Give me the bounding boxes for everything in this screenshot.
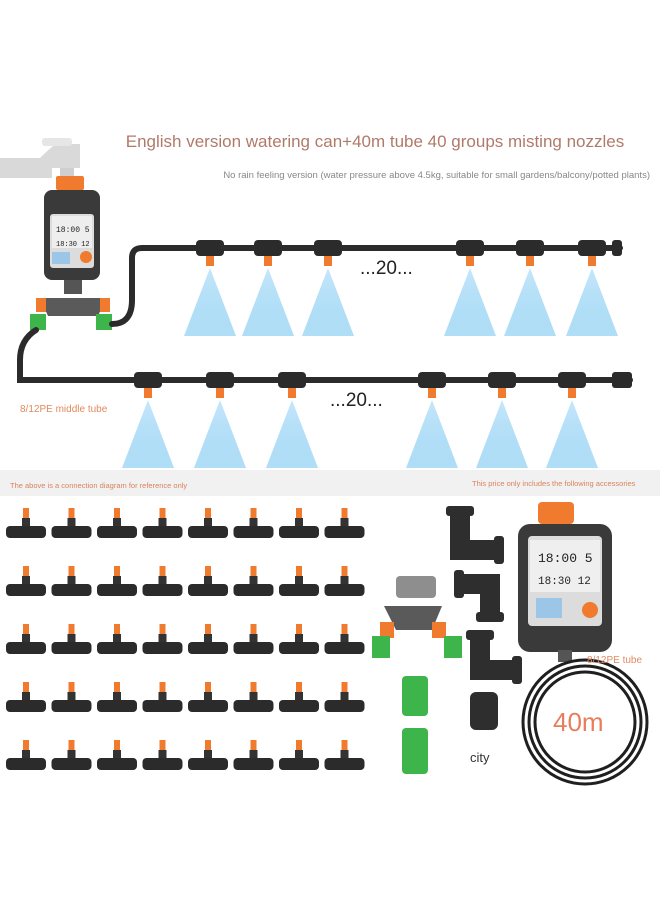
top-row-count-label: ...20... — [360, 258, 413, 279]
tee-nozzle-icon — [142, 624, 183, 654]
mist-nozzle-icon — [476, 372, 528, 468]
tee-nozzle-icon — [279, 508, 319, 538]
tee-nozzle-icon — [97, 740, 137, 770]
tee-nozzle-icon — [51, 624, 92, 654]
mist-nozzle-icon — [184, 240, 236, 336]
mist-nozzle-icon — [546, 372, 598, 468]
page-title: English version watering can+40m tube 40… — [125, 132, 625, 151]
tee-nozzle-icon — [97, 508, 137, 538]
tee-nozzle-icon — [6, 740, 46, 770]
y-splitter-icon — [30, 280, 112, 330]
tee-nozzle-icon — [279, 682, 319, 712]
pe-tube-label: 8/12PE tube — [587, 655, 643, 666]
tee-nozzle-icon — [142, 566, 183, 596]
tee-nozzle-icon — [188, 740, 228, 770]
timer-display-time2: 18:30 12 — [56, 241, 90, 249]
tee-nozzle-icon — [51, 740, 92, 770]
coiled-tube-icon — [521, 658, 649, 786]
tee-nozzle-icon — [188, 624, 228, 654]
page-subtitle: No rain feeling version (water pressure … — [223, 170, 650, 181]
timer-large-time2: 18:30 12 — [538, 576, 591, 588]
nozzle-accessory-grid — [6, 508, 365, 770]
tee-nozzle-icon — [233, 624, 274, 654]
tee-nozzle-icon — [324, 624, 365, 654]
mist-nozzle-icon — [302, 240, 354, 336]
mist-nozzle-icon — [566, 240, 618, 336]
accessories-note: This price only includes the following a… — [472, 479, 636, 488]
tee-nozzle-icon — [51, 508, 92, 538]
mist-nozzle-icon — [266, 372, 318, 468]
mist-nozzle-icon — [194, 372, 246, 468]
water-timer-icon — [44, 176, 100, 280]
tee-nozzle-icon — [188, 682, 228, 712]
tee-nozzle-icon — [6, 624, 46, 654]
city-label: city — [470, 750, 490, 765]
mist-nozzle-icon — [122, 372, 174, 468]
tee-nozzle-icon — [279, 740, 319, 770]
tube-length-label: 40m — [553, 707, 604, 737]
tee-nozzle-icon — [324, 508, 365, 538]
tee-nozzle-icon — [233, 682, 274, 712]
tee-nozzle-icon — [188, 566, 228, 596]
tee-nozzle-icon — [142, 682, 183, 712]
tee-nozzle-icon — [6, 508, 46, 538]
tee-nozzle-icon — [142, 740, 183, 770]
tee-nozzle-icon — [233, 508, 274, 538]
tee-nozzle-icon — [324, 740, 365, 770]
elbow-fittings — [446, 506, 522, 730]
water-timer-large-icon — [518, 502, 612, 662]
tee-nozzle-icon — [233, 566, 274, 596]
timer-display-time1: 18:00 5 — [56, 226, 90, 235]
tee-nozzle-icon — [279, 624, 319, 654]
tee-nozzle-icon — [51, 566, 92, 596]
adapter-fittings — [372, 576, 462, 774]
pipe-network — [17, 245, 633, 383]
top-nozzle-row — [184, 240, 618, 336]
tee-nozzle-icon — [97, 682, 137, 712]
bottom-row-count-label: ...20... — [330, 390, 383, 411]
bottom-nozzle-row — [122, 372, 598, 468]
mist-nozzle-icon — [504, 240, 556, 336]
tee-nozzle-icon — [324, 682, 365, 712]
mist-nozzle-icon — [406, 372, 458, 468]
mist-nozzle-icon — [444, 240, 496, 336]
diagram-note: The above is a connection diagram for re… — [10, 481, 188, 490]
tee-nozzle-icon — [324, 566, 365, 596]
timer-large-time1: 18:00 5 — [538, 551, 593, 566]
middle-tube-label: 8/12PE middle tube — [20, 404, 108, 415]
tee-nozzle-icon — [51, 682, 92, 712]
tee-nozzle-icon — [142, 508, 183, 538]
tee-nozzle-icon — [6, 566, 46, 596]
tee-nozzle-icon — [97, 624, 137, 654]
tee-nozzle-icon — [6, 682, 46, 712]
mist-nozzle-icon — [242, 240, 294, 336]
tee-nozzle-icon — [233, 740, 274, 770]
section-divider — [0, 470, 660, 496]
tee-nozzle-icon — [188, 508, 228, 538]
tee-nozzle-icon — [279, 566, 319, 596]
tee-nozzle-icon — [97, 566, 137, 596]
faucet-icon — [0, 138, 80, 182]
